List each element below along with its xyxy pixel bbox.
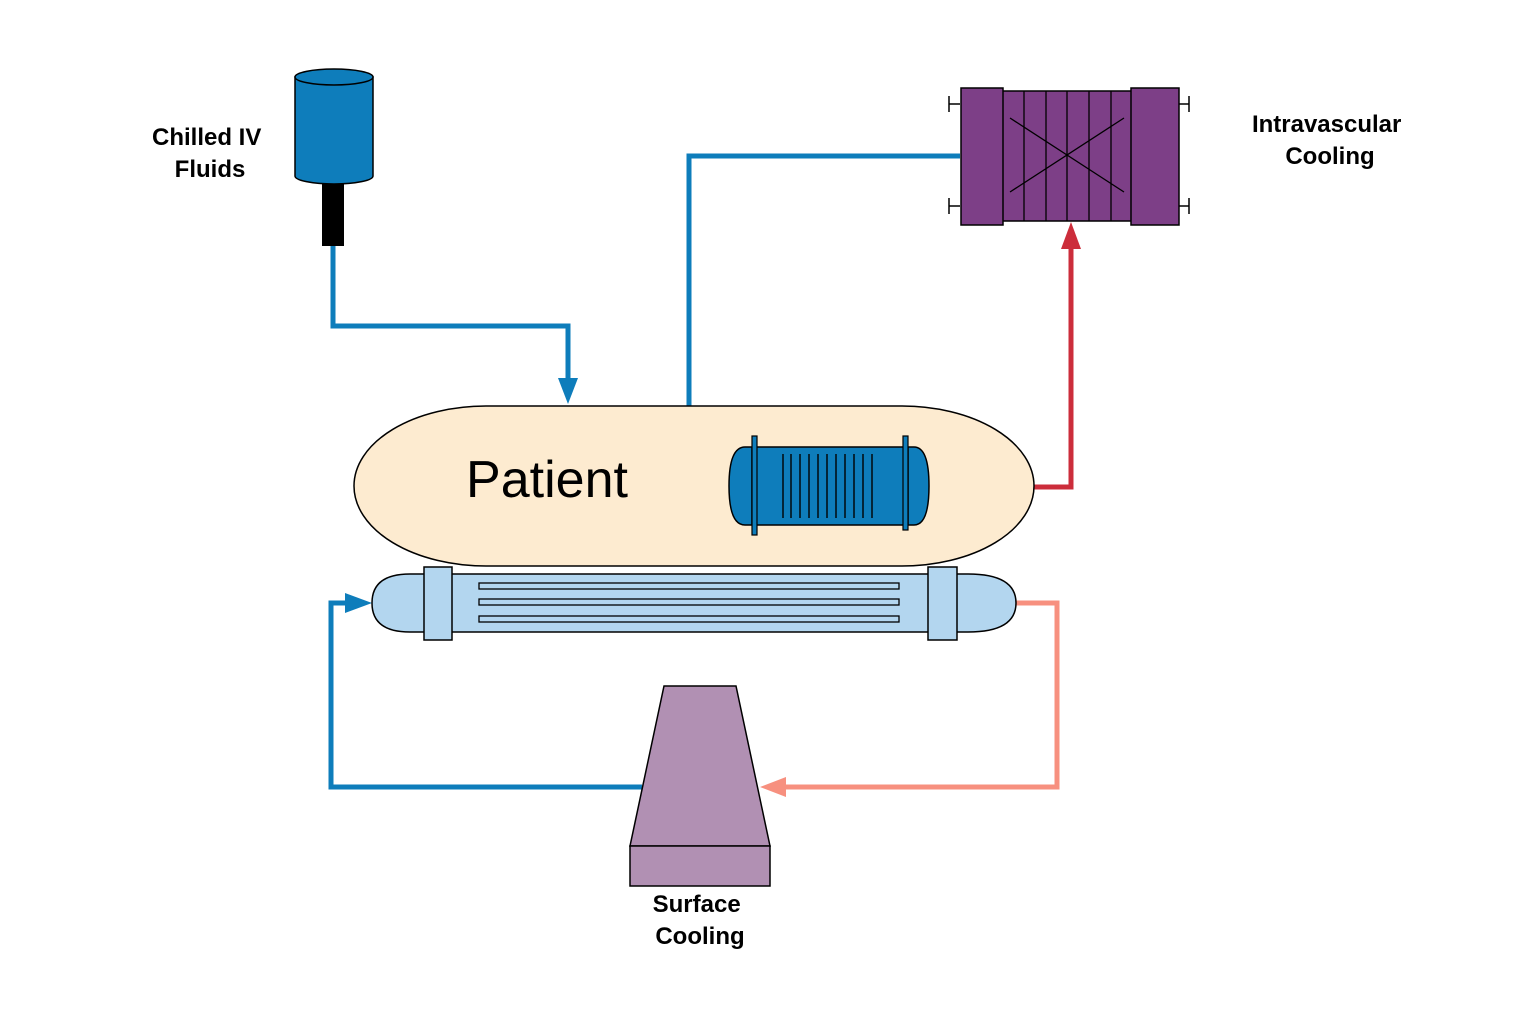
chilled-iv-label-line1: Chilled IV <box>152 124 261 151</box>
surface-cooling-unit-icon <box>629 685 771 887</box>
intravascular-label-line2: Cooling <box>1285 143 1374 170</box>
catheter-icon <box>728 435 930 536</box>
surface-label-line1: Surface <box>653 891 741 918</box>
chilled-iv-label: Chilled IV Fluids <box>152 124 268 183</box>
cooling-pad-icon <box>371 566 1017 641</box>
patient-label: Patient <box>466 451 628 509</box>
surface-return-line <box>760 600 1060 797</box>
surface-cooling-label: Surface Cooling <box>653 891 748 950</box>
intravascular-label-line1: Intravascular <box>1252 111 1401 138</box>
iv-to-patient-line <box>330 246 578 404</box>
chilled-iv-label-line2: Fluids <box>175 156 246 183</box>
patient-body <box>353 405 1035 567</box>
iv-bag-icon <box>294 68 374 246</box>
intravascular-label: Intravascular Cooling <box>1252 111 1408 170</box>
heat-exchanger-icon <box>948 87 1190 226</box>
surface-label-line2: Cooling <box>655 923 744 950</box>
surface-supply-line <box>328 593 642 790</box>
